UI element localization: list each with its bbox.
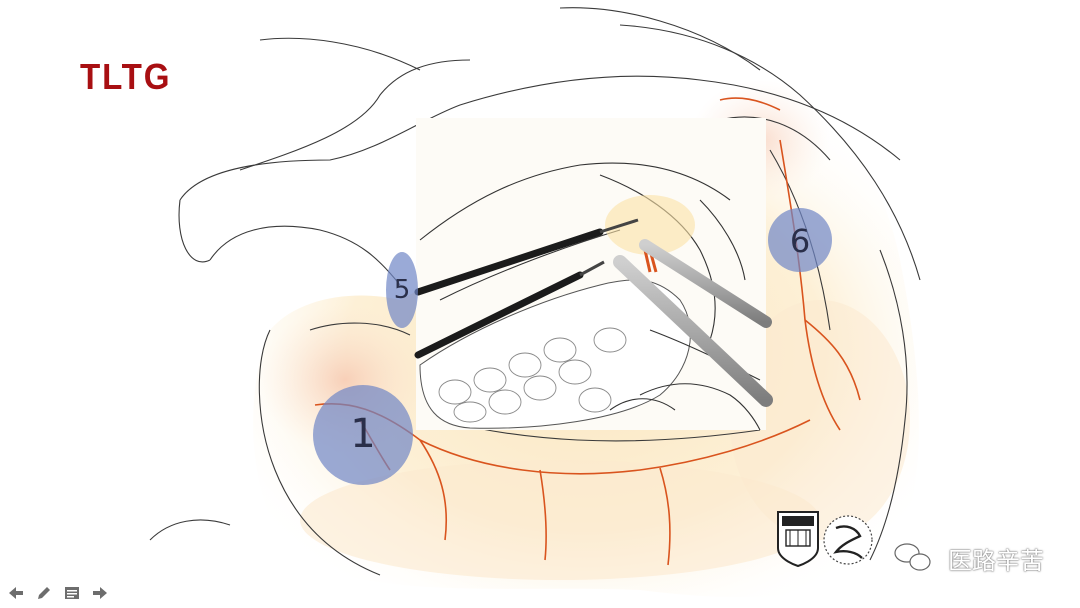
- laparoscopic-inset: [414, 118, 773, 431]
- station-1-label: 1: [350, 411, 376, 457]
- slide-nav: [6, 584, 110, 602]
- lymph-node-stations: [313, 208, 832, 485]
- pen-icon[interactable]: [34, 584, 54, 602]
- station-5-label: 5: [393, 275, 411, 305]
- menu-icon[interactable]: [62, 584, 82, 602]
- station-1-circle: [313, 385, 413, 485]
- station-6-label: 6: [789, 222, 811, 260]
- slide-title: TLTG: [80, 56, 172, 97]
- arrow-right-icon[interactable]: [90, 584, 110, 602]
- hospital-seal-logo: [777, 511, 819, 568]
- watermark-text: 医路辛苦: [948, 547, 1044, 575]
- surgery-dept-logo: [823, 515, 873, 565]
- wechat-icon: [894, 543, 931, 571]
- watermark: 医路辛苦: [948, 541, 1044, 576]
- station-5-circle: [386, 252, 418, 328]
- station-6-circle: [768, 208, 832, 272]
- arrow-left-icon[interactable]: [6, 584, 26, 602]
